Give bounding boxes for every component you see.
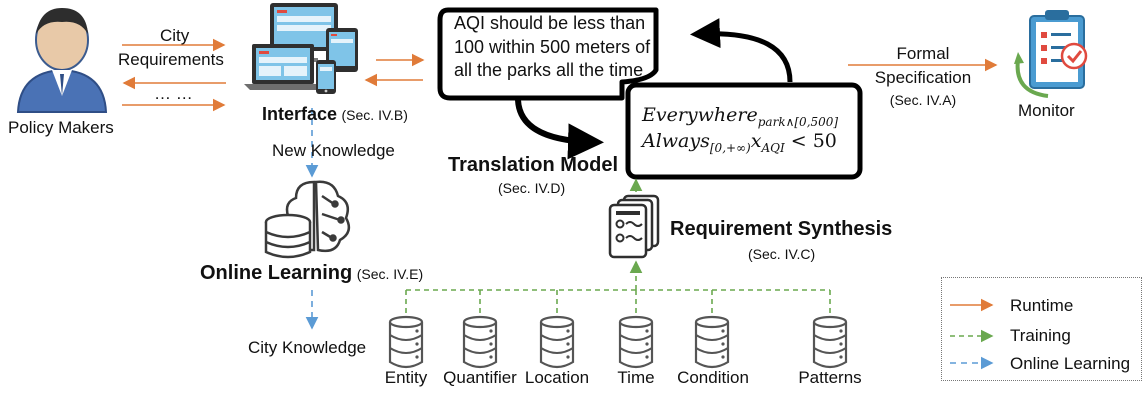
policy-makers-label: Policy Makers xyxy=(8,118,114,137)
new-knowledge-label: New Knowledge xyxy=(272,141,395,160)
db-label-entity: Entity xyxy=(384,368,428,387)
monitor-label: Monitor xyxy=(1018,101,1075,120)
interface-title-text: Interface xyxy=(262,104,338,124)
legend-training-label: Training xyxy=(1010,326,1071,345)
requirement-line-2: 100 within 500 meters of xyxy=(454,36,651,57)
formula-var-sub: AQI xyxy=(761,140,785,155)
requirement-line-3: all the parks all the time xyxy=(454,60,644,80)
training-drops xyxy=(405,290,831,318)
formula-box xyxy=(625,82,863,180)
db-label-time: Time xyxy=(617,368,655,387)
online-learning-title-text: Online Learning xyxy=(200,262,353,284)
legend xyxy=(941,277,1142,381)
database-icon xyxy=(539,315,575,369)
interface-section: (Sec. IV.B) xyxy=(341,107,408,123)
database-icon xyxy=(694,315,730,369)
db-label-quantifier: Quantifier xyxy=(443,368,517,387)
translation-model-section: (Sec. IV.D) xyxy=(498,180,566,196)
ellipsis-label: … … xyxy=(154,84,193,103)
translation-model-title: Translation Model xyxy=(448,154,619,176)
specification-section: (Sec. IV.A) xyxy=(889,92,957,108)
formula-line-1: Everywherepark∧[0,500] xyxy=(642,104,838,129)
legend-runtime-label: Runtime xyxy=(1010,296,1074,315)
formula-line-2: Always[0,+∞)xAQI < 50 xyxy=(642,130,837,155)
online-learning-title: Online Learning (Sec. IV.E) xyxy=(200,262,423,285)
policy-maker-icon xyxy=(16,8,108,113)
city-label: City xyxy=(160,26,190,45)
formula-rest: < 50 xyxy=(784,130,837,152)
devices-icon xyxy=(244,3,358,94)
formula-always: Always xyxy=(642,130,710,152)
database-icon xyxy=(618,315,654,369)
requirement-line-1: AQI should be less than xyxy=(454,13,646,33)
online-learning-section: (Sec. IV.E) xyxy=(356,266,424,282)
db-label-location: Location xyxy=(524,368,590,387)
interface-title: Interface (Sec. IV.B) xyxy=(262,104,408,125)
document-checklist-icon xyxy=(608,194,660,259)
database-icons xyxy=(388,315,848,369)
db-label-condition: Condition xyxy=(677,368,749,387)
loop-arrow xyxy=(690,18,793,83)
city-knowledge-label: City Knowledge xyxy=(248,338,367,357)
requirement-synthesis-section: (Sec. IV.C) xyxy=(748,246,816,262)
specification-label: Specification xyxy=(874,68,972,87)
db-label-patterns: Patterns xyxy=(798,368,862,387)
legend-online-learning-label: Online Learning xyxy=(1010,354,1131,373)
formal-label: Formal xyxy=(896,44,950,63)
formula-everywhere-sub: park∧[0,500] xyxy=(757,114,839,129)
brain-database-icon xyxy=(264,180,351,259)
requirement-box xyxy=(437,7,659,101)
requirements-label: Requirements xyxy=(118,50,224,69)
monitor-clipboard-icon xyxy=(1014,10,1088,98)
database-icon xyxy=(462,315,498,369)
database-icon xyxy=(388,315,424,369)
formula-everywhere: Everywhere xyxy=(642,104,758,126)
translation-arrow xyxy=(515,99,604,160)
formula-always-sub: [0,+∞) xyxy=(709,140,751,155)
requirement-synthesis-title: Requirement Synthesis xyxy=(670,218,893,240)
database-icon xyxy=(812,315,848,369)
requirement-text: AQI should be less than 100 within 500 m… xyxy=(454,12,650,83)
formula-var: x xyxy=(750,130,762,152)
